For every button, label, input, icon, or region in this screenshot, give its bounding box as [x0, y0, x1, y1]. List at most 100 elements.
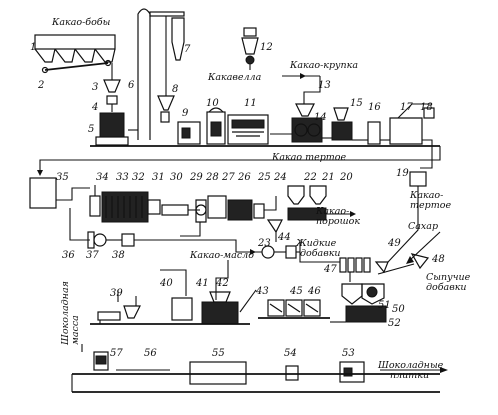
- num-5: 5: [88, 124, 94, 135]
- num-7: 7: [184, 44, 191, 55]
- label-bulk-additives-2: добавки: [426, 282, 467, 293]
- num-45: 45: [289, 286, 303, 297]
- num-29: 29: [189, 172, 203, 183]
- num-15: 15: [350, 98, 363, 109]
- liquor-return-line: [39, 146, 441, 172]
- num-30: 30: [170, 172, 183, 183]
- conveyor-line-4: [72, 373, 440, 393]
- conche-feed-40: [160, 269, 193, 321]
- label-cocoa-liquor-right-2: тертое: [410, 200, 451, 211]
- depositor-57: [93, 351, 109, 371]
- powder-sifter: [227, 199, 265, 221]
- num-16: 16: [368, 102, 381, 113]
- label-cocoa-shell: Какавелла: [207, 72, 262, 83]
- num-39: 39: [110, 288, 123, 299]
- label-cocoa-beans: Какао-бобы: [51, 17, 111, 28]
- belt-conveyor: [41, 59, 112, 74]
- num-26: 26: [237, 172, 251, 183]
- label-chocolate-bars-2: плитки: [390, 370, 429, 381]
- num-48: 48: [431, 254, 445, 265]
- num-28: 28: [205, 172, 219, 183]
- label-cocoa-powder-2: порошок: [316, 216, 360, 227]
- num-9: 9: [182, 108, 189, 119]
- num-41: 41: [195, 278, 209, 289]
- cake-breaker: [161, 204, 200, 216]
- num-20: 20: [339, 172, 353, 183]
- cooler: [206, 107, 226, 145]
- roaster: [177, 121, 201, 145]
- label-liquid-additives-2: добавки: [300, 248, 341, 259]
- label-cocoa-liquor-right-1: Какао-: [409, 190, 443, 201]
- num-33: 33: [116, 172, 129, 183]
- bean-bunkers: [34, 34, 116, 63]
- label-sugar: Сахар: [408, 221, 438, 232]
- num-37: 37: [86, 250, 99, 261]
- num-42: 42: [215, 278, 229, 289]
- num-44: 44: [277, 232, 291, 243]
- powder-cyclone: [264, 196, 283, 242]
- label-chocolate-bars-1: Шоколадные: [377, 360, 444, 371]
- num-54: 54: [284, 348, 297, 359]
- num-43: 43: [255, 286, 269, 297]
- num-18: 18: [420, 102, 433, 113]
- num-56: 56: [144, 348, 157, 359]
- num-12: 12: [260, 42, 273, 53]
- num-31: 31: [152, 172, 165, 183]
- liquid-additives-line: [299, 240, 340, 263]
- liquor-collector: [29, 177, 90, 209]
- num-19: 19: [396, 168, 409, 179]
- roaster-hopper: [150, 15, 175, 123]
- dosers: [339, 257, 371, 282]
- crusher: [227, 114, 269, 145]
- bean-cleaner: [95, 63, 129, 146]
- butter-line: [69, 208, 90, 241]
- num-23: 23: [257, 238, 271, 249]
- num-35: 35: [56, 172, 69, 183]
- label-chocolate-mass-2: масса: [70, 315, 81, 345]
- liquor-tanks-17-18: [389, 103, 435, 145]
- label-cocoa-crumb: Какао-крупка: [289, 60, 358, 71]
- num-24: 24: [273, 172, 287, 183]
- wrapper-53: [339, 361, 365, 383]
- cyclone: [149, 11, 185, 61]
- num-25: 25: [257, 172, 271, 183]
- conche-tanks-43-46: [239, 289, 330, 319]
- cooling-tunnel-55: [189, 361, 247, 385]
- num-17: 17: [400, 102, 413, 113]
- label-cocoa-butter: Какао-масло: [189, 250, 254, 261]
- num-53: 53: [342, 348, 355, 359]
- label-cocoa-powder-1: Какао-: [315, 206, 349, 217]
- num-4: 4: [91, 102, 98, 113]
- num-51: 51: [378, 300, 391, 311]
- num-21: 21: [321, 172, 335, 183]
- num-34: 34: [96, 172, 109, 183]
- press-feeder: [89, 185, 101, 217]
- liquor-mill: [331, 107, 353, 141]
- num-32: 32: [132, 172, 145, 183]
- num-13: 13: [318, 80, 331, 91]
- num-46: 46: [307, 286, 321, 297]
- powder-bins: [287, 185, 352, 221]
- feed-line-41: [215, 260, 229, 300]
- num-11: 11: [244, 98, 257, 109]
- pulverizer: [180, 195, 227, 237]
- num-8: 8: [172, 84, 178, 95]
- num-14: 14: [314, 112, 327, 123]
- liquor-dosing: [387, 150, 433, 263]
- liquor-tank-16: [367, 121, 381, 145]
- num-52: 52: [388, 318, 401, 329]
- num-22: 22: [303, 172, 317, 183]
- num-27: 27: [221, 172, 235, 183]
- num-55: 55: [212, 348, 225, 359]
- label-cocoa-liquor: Какао тертое: [271, 152, 347, 163]
- label-liquid-additives-1: Жидкие: [295, 238, 337, 249]
- bulk-additives-feeder: [374, 253, 430, 275]
- butter-pump-44: [285, 245, 300, 259]
- num-47: 47: [323, 264, 337, 275]
- tempering-42: [201, 291, 239, 325]
- mixer-refiner: [330, 283, 387, 323]
- num-10: 10: [206, 98, 219, 109]
- label-bulk-additives-1: Сыпучие: [426, 272, 471, 283]
